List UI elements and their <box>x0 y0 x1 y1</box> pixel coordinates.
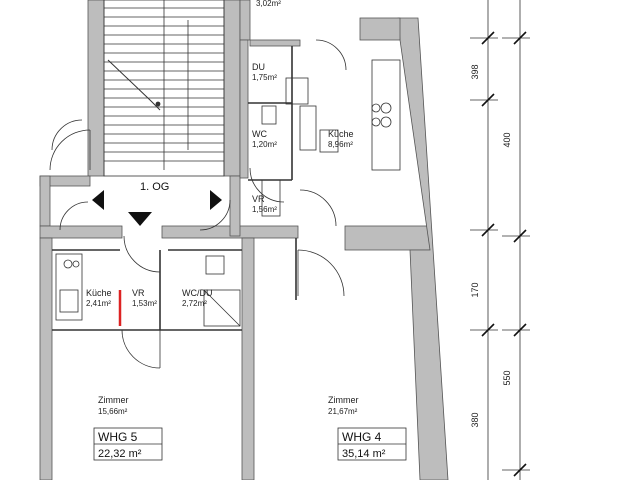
room-name-vr-left: VR <box>132 288 145 298</box>
room-area-kueche-top: 8,96m² <box>328 140 353 149</box>
arrow-right-icon <box>210 190 222 210</box>
room-area-vr-left: 1,53m² <box>132 299 157 308</box>
partitions <box>52 46 297 331</box>
stair-wall-right <box>223 0 241 177</box>
door-swings <box>49 39 347 369</box>
room-area-zimmer-right: 21,67m² <box>328 407 358 416</box>
arrow-left-icon <box>92 190 104 210</box>
wall-mid-left <box>39 225 123 239</box>
dimension-outer-170: 170 <box>470 282 480 297</box>
kitchen-counter-top <box>371 59 401 171</box>
room-area-vr-top: 1,56m² <box>252 205 277 214</box>
dimension-inner-380: 380 <box>470 412 480 427</box>
dimension-ticks <box>481 31 527 477</box>
wall-stair-top <box>249 39 301 47</box>
floor-label: 1. OG <box>140 181 169 193</box>
dimension-inner-400: 400 <box>502 132 512 147</box>
wall-unit-divider <box>241 237 255 480</box>
wall-wc-left <box>239 39 249 179</box>
room-name-zimmer-left: Zimmer <box>98 395 129 405</box>
wall-outer-slanted <box>397 17 449 480</box>
toilet-left <box>205 255 225 275</box>
arrow-down-icon <box>128 212 152 226</box>
dimension-lines <box>470 0 530 480</box>
room-area-kueche-left: 2,41m² <box>86 299 111 308</box>
kitchen-counter-left <box>55 253 83 321</box>
unit-name-whg4: WHG 4 <box>342 430 382 444</box>
toilet-top <box>261 105 277 125</box>
room-name-wcdu-left: WC/DU <box>182 288 213 298</box>
corridor-arrows <box>92 190 222 226</box>
unit-name-whg5: WHG 5 <box>98 430 138 444</box>
top-partial-area: 3,02m² <box>256 0 281 8</box>
walls <box>39 0 449 480</box>
room-name-kueche-top: Küche <box>328 129 354 139</box>
unit-area-whg4: 35,14 m² <box>342 448 386 460</box>
dimension-outer-398: 398 <box>470 64 480 79</box>
wall-kitchen-corner <box>359 17 401 41</box>
room-area-zimmer-left: 15,66m² <box>98 407 128 416</box>
room-name-zimmer-right: Zimmer <box>328 395 359 405</box>
wall-left-lower <box>39 237 53 480</box>
fixtures <box>55 59 401 327</box>
room-name-wc-top: WC <box>252 129 267 139</box>
room-area-du-top: 1,75m² <box>252 73 277 82</box>
room-name-vr-top: VR <box>252 194 265 204</box>
wall-vr-bottom <box>229 175 241 237</box>
room-name-du-top: DU <box>252 62 265 72</box>
room-area-wc-top: 1,20m² <box>252 140 277 149</box>
unit-area-whg5: 22,32 m² <box>98 448 142 460</box>
room-name-kueche-left: Küche <box>86 288 112 298</box>
shower-left <box>203 289 241 327</box>
dimension-outer-550: 550 <box>502 370 512 385</box>
shower-top <box>285 77 309 105</box>
staircase <box>103 0 225 177</box>
wall-top-right <box>239 0 251 41</box>
wall-corridor-left-post <box>39 175 51 227</box>
room-area-wcdu-left: 2,72m² <box>182 299 207 308</box>
wall-mid-right <box>344 225 431 251</box>
